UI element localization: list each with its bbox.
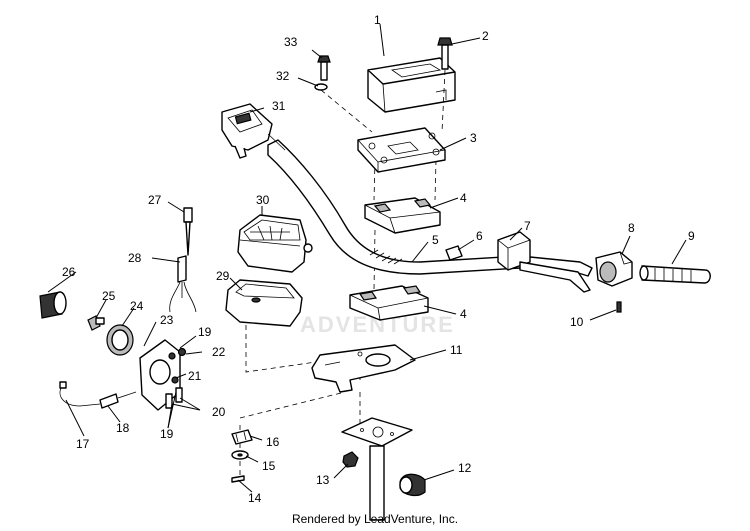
label-11: 11 bbox=[450, 343, 463, 357]
wire-harness bbox=[169, 255, 197, 313]
brake-lever bbox=[497, 231, 591, 293]
hand-grip bbox=[639, 265, 711, 284]
mounting-bracket bbox=[311, 344, 416, 393]
leader-lines bbox=[47, 23, 687, 493]
label-18: 18 bbox=[116, 421, 130, 435]
assembly-line bbox=[373, 159, 376, 201]
handlebar-pad bbox=[367, 57, 456, 113]
washer-32 bbox=[314, 83, 328, 91]
label-4-lower: 4 bbox=[460, 307, 467, 321]
assembly-line bbox=[239, 391, 346, 419]
bolt-33 bbox=[317, 55, 331, 81]
label-31: 31 bbox=[272, 99, 286, 113]
label-27: 27 bbox=[148, 193, 162, 207]
label-13: 13 bbox=[316, 473, 330, 487]
nut-13 bbox=[342, 451, 359, 468]
label-19-lower: 19 bbox=[160, 427, 174, 441]
speedometer-housing bbox=[225, 279, 303, 327]
cotter-pin bbox=[231, 475, 245, 483]
switch-spacer bbox=[445, 245, 463, 261]
speedometer bbox=[237, 214, 313, 273]
label-10: 10 bbox=[570, 315, 584, 329]
screw-10 bbox=[616, 301, 622, 313]
gasket-ring bbox=[106, 324, 134, 356]
handlebar-clamp-upper bbox=[364, 197, 441, 234]
throttle-housing bbox=[221, 103, 286, 159]
label-7: 7 bbox=[524, 219, 531, 233]
wire-connector bbox=[99, 391, 137, 409]
label-15: 15 bbox=[262, 459, 276, 473]
handlebar-clamp-lower bbox=[349, 285, 429, 321]
speedometer-cable-end bbox=[183, 207, 193, 256]
label-3: 3 bbox=[470, 131, 477, 145]
label-9: 9 bbox=[688, 229, 695, 243]
label-17: 17 bbox=[76, 437, 90, 451]
handlebar bbox=[267, 139, 593, 277]
label-8: 8 bbox=[628, 221, 635, 235]
switch-housing bbox=[595, 251, 633, 287]
nut-22 bbox=[177, 347, 187, 357]
label-2: 2 bbox=[482, 29, 489, 43]
label-14: 14 bbox=[248, 491, 262, 505]
label-22: 22 bbox=[212, 345, 226, 359]
bolt-2 bbox=[437, 37, 453, 70]
label-33: 33 bbox=[284, 35, 298, 49]
assembly-line bbox=[320, 89, 373, 133]
wire-lead bbox=[59, 381, 101, 407]
label-23: 23 bbox=[160, 313, 174, 327]
bulb-socket bbox=[87, 315, 105, 331]
assembly-line bbox=[441, 69, 446, 133]
label-26: 26 bbox=[62, 265, 76, 279]
assembly-line bbox=[434, 159, 437, 201]
label-16: 16 bbox=[266, 435, 280, 449]
label-24: 24 bbox=[130, 299, 144, 313]
label-4-upper: 4 bbox=[460, 191, 467, 205]
retainer-clip bbox=[231, 429, 253, 445]
label-5: 5 bbox=[432, 233, 439, 247]
steering-post bbox=[341, 417, 413, 521]
washer-15 bbox=[231, 450, 249, 460]
label-19-upper: 19 bbox=[198, 325, 212, 339]
label-12: 12 bbox=[458, 461, 472, 475]
assembly-line bbox=[245, 325, 331, 373]
label-20: 20 bbox=[212, 405, 226, 419]
label-29: 29 bbox=[216, 269, 230, 283]
label-6: 6 bbox=[476, 229, 483, 243]
label-25: 25 bbox=[102, 289, 116, 303]
label-1: 1 bbox=[374, 13, 381, 27]
label-30: 30 bbox=[256, 193, 270, 207]
label-32: 32 bbox=[276, 69, 290, 83]
cable-clamp bbox=[399, 473, 426, 497]
clamp-plate bbox=[357, 127, 446, 173]
indicator-light-housing bbox=[39, 291, 67, 319]
label-28: 28 bbox=[128, 251, 142, 265]
render-credit: Rendered by LeadVenture, Inc. bbox=[291, 512, 459, 526]
label-21: 21 bbox=[188, 369, 202, 383]
